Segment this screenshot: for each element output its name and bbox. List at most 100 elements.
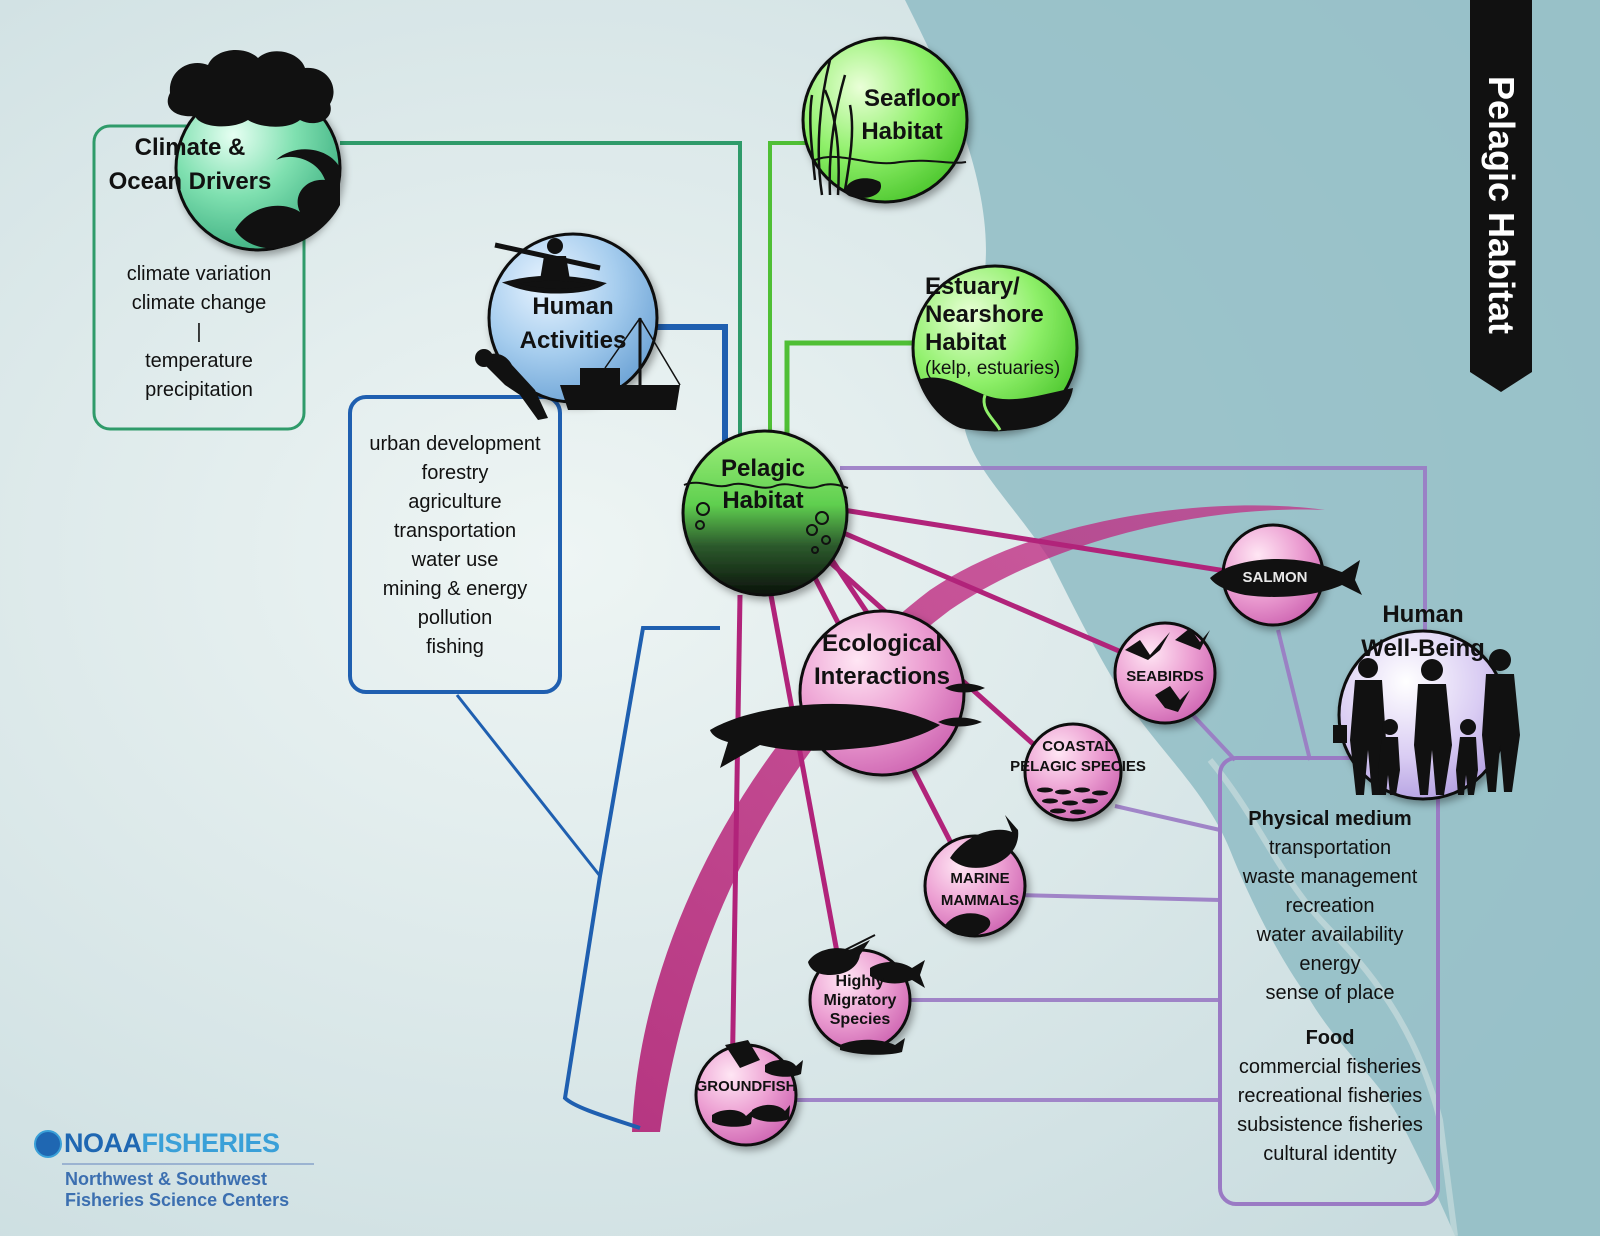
wellbeing-connectors <box>792 466 1427 1102</box>
seabirds-label: SEABIRDS <box>1126 668 1204 685</box>
diver-icon <box>480 353 548 420</box>
seabirds-node[interactable]: SEABIRDS <box>1113 621 1217 725</box>
pelagic-label-1: Pelagic <box>721 455 805 482</box>
pelagic-label-2: Habitat <box>722 487 803 514</box>
physical-medium-item: recreation <box>1285 895 1375 917</box>
salmon-icon <box>1210 558 1362 597</box>
rockfish-icon-1 <box>765 1059 803 1077</box>
wave-icon <box>235 149 340 249</box>
seafloor-label-1: Seafloor <box>864 85 960 112</box>
title-banner <box>1470 0 1532 392</box>
coastal-pelagic-label-1: COASTAL <box>1042 738 1113 755</box>
rockfish-icon-2 <box>712 1109 753 1127</box>
climate-driver-item: climate change <box>131 292 267 314</box>
wellbeing-list: Physical medium transportation waste mana… <box>1225 805 1435 1169</box>
physical-medium-item: energy <box>1299 953 1361 975</box>
sea-turtle-icon <box>945 913 991 937</box>
estuary-label-2: Nearshore <box>925 301 1044 328</box>
climate-driver-item: precipitation <box>145 379 253 401</box>
hms-label-2: Migratory <box>824 992 897 1009</box>
swordfish-icon <box>808 940 870 975</box>
noaa-subtitle-line-2: Fisheries Science Centers <box>65 1190 290 1210</box>
human-bracket <box>562 626 720 1130</box>
human-activities-label-1: Human <box>532 293 613 320</box>
climate-driver-item: climate variation <box>126 263 272 285</box>
ecological-label-1: Ecological <box>822 630 942 657</box>
cloud-icon <box>167 49 334 127</box>
seafloor-node[interactable]: Seafloor Habitat <box>801 36 969 204</box>
physical-medium-heading: Physical medium <box>1248 808 1412 830</box>
seafloor-connector <box>768 141 810 440</box>
estuary-connector <box>784 340 915 440</box>
fishing-boat-icon <box>560 385 680 410</box>
salmon-label: SALMON <box>1243 569 1308 586</box>
coastal-pelagic-label-2: PELAGIC SPECIES <box>1010 758 1146 775</box>
pelagic-node[interactable]: Pelagic Habitat <box>681 429 849 597</box>
hms-label-1: Highly <box>836 973 885 990</box>
noaa-wordmark-part2: FISHERIES <box>141 1128 281 1158</box>
noaa-subtitle-line-1: Northwest & Southwest <box>65 1169 268 1189</box>
food-item: cultural identity <box>1263 1143 1397 1165</box>
human-activities-label-2: Activities <box>520 327 627 354</box>
wellbeing-node[interactable]: Human Well-Being <box>1333 601 1520 801</box>
flatfish-icon <box>752 1104 790 1122</box>
groundfish-node[interactable]: GROUNDFISH <box>694 1040 803 1147</box>
wellbeing-list-box <box>1218 756 1440 1206</box>
food-item: commercial fisheries <box>1238 1056 1422 1078</box>
human-activity-item: transportation <box>393 520 517 542</box>
ecological-node[interactable]: Ecological Interactions <box>710 609 985 777</box>
physical-medium-item: transportation <box>1268 837 1392 859</box>
human-activities-node[interactable]: Human Activities <box>475 232 681 420</box>
human-activity-item: fishing <box>426 636 484 658</box>
marine-mammals-label-2: MAMMALS <box>941 892 1019 909</box>
estuary-label-1: Estuary/ <box>925 273 1020 300</box>
climate-label-2: Ocean Drivers <box>109 168 272 195</box>
physical-medium-item: waste management <box>1242 866 1418 888</box>
human-activity-item: agriculture <box>408 491 502 513</box>
bird-icon-3 <box>1155 686 1190 712</box>
human-list-box <box>348 395 562 694</box>
noaa-subtitle: Northwest & Southwest Fisheries Science … <box>65 1169 314 1211</box>
seafloor-label-2: Habitat <box>861 118 942 145</box>
bubbles-icon <box>695 502 831 554</box>
food-item: subsistence fisheries <box>1237 1114 1423 1136</box>
forage-fish-school-icon <box>1037 787 1108 815</box>
food-item: recreational fisheries <box>1237 1085 1423 1107</box>
human-activity-item: water use <box>411 549 499 571</box>
food-items: commercial fisheries recreational fisheri… <box>1225 1053 1435 1169</box>
marine-mammals-node[interactable]: MARINE MAMMALS <box>923 815 1027 938</box>
food-heading: Food <box>1305 1027 1355 1049</box>
salmon-node[interactable]: SALMON <box>1210 523 1362 627</box>
page-title: Pelagic Habitat <box>1481 75 1522 335</box>
noaa-emblem-icon <box>34 1130 62 1158</box>
coast-highlight <box>1207 758 1458 1236</box>
tuna-icon <box>870 960 925 988</box>
orca-icon <box>950 815 1019 868</box>
noaa-wordmark-part1: NOAA <box>64 1128 142 1158</box>
climate-driver-item: temperature <box>145 350 253 372</box>
groundfish-label: GROUNDFISH <box>696 1078 797 1095</box>
estuary-node[interactable]: Estuary/ Nearshore Habitat (kelp, estuar… <box>911 264 1079 432</box>
climate-node[interactable]: Climate & Ocean Drivers <box>109 49 342 252</box>
bird-icon-2 <box>1175 628 1210 650</box>
hms-node[interactable]: Highly Migratory Species <box>808 934 925 1055</box>
wellbeing-label-1: Human <box>1382 601 1463 628</box>
estuary-land-icon <box>918 377 1073 431</box>
ecological-label-2: Interactions <box>814 663 950 690</box>
human-activities-connector <box>640 324 728 450</box>
physical-medium-item: water availability <box>1256 924 1404 946</box>
marine-mammals-label-1: MARINE <box>950 870 1009 887</box>
human-list-pointer <box>455 694 602 877</box>
physical-medium-items: transportation waste management recreation… <box>1225 834 1435 1008</box>
human-activity-item: pollution <box>417 607 493 629</box>
human-activity-item: forestry <box>421 462 489 484</box>
coastal-pelagic-node[interactable]: COASTAL PELAGIC SPECIES <box>1010 722 1146 822</box>
estuary-label-4: (kelp, estuaries) <box>925 358 1060 379</box>
crab-icon <box>845 178 882 198</box>
bird-icon-1 <box>1125 632 1170 660</box>
seagrass-icon <box>809 59 854 196</box>
